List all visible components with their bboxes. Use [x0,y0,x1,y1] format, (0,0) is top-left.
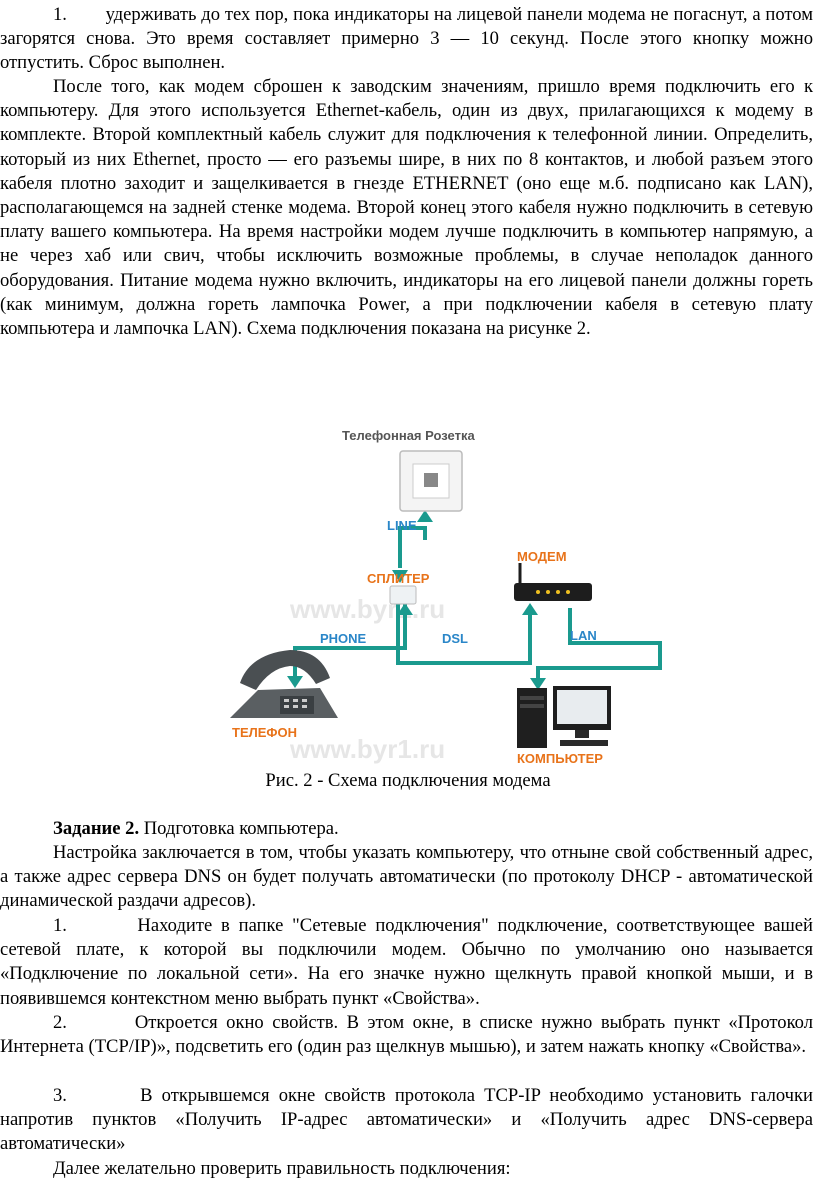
splitter-device [389,585,417,605]
task-title: Подготовка компьютера. [139,818,339,839]
task-number: Задание 2. [53,818,140,839]
paragraph-connect-computer: После того, как модем сброшен к заводски… [0,76,813,340]
paragraph-reset-step: 1. удерживать до тех пор, пока индикатор… [0,4,813,74]
arrow-computer-icon [530,678,546,690]
phone-socket [399,450,463,512]
list-item-3: 3. В открывшемся окне свойств протокола … [0,1085,813,1155]
arrow-line-icon [417,510,433,522]
modem-device [514,563,592,601]
list-item-1: 1. Находите в папке "Сетевые подключения… [0,915,813,1009]
modem-label: МОДЕМ [517,549,567,564]
phone-cable-label: PHONE [320,631,367,646]
paragraph-setup: Настройка заключается в том, чтобы указа… [0,842,813,912]
arrow-splitter-icon [392,570,408,583]
phone-label: ТЕЛЕФОН [232,725,297,740]
paragraph-check: Далее желательно проверить правильность … [53,1158,511,1179]
splitter-label: СПЛИТЕР [367,571,430,586]
telephone-device [230,650,338,718]
cable-arrows [287,510,546,690]
figure-caption: Рис. 2 - Схема подключения модема [265,770,551,791]
computer-device [517,686,611,748]
arrow-modem-icon [522,603,538,615]
task-heading: Задание 2. Подготовка компьютера. [0,817,813,841]
watermark-top: www.byr1.ru [289,594,445,624]
line-label: LINE [387,518,417,533]
watermark-bottom: www.byr1.ru [289,734,445,764]
list-item-2: 2. Откроется окно свойств. В этом окне, … [0,1012,813,1058]
socket-label: Телефонная Розетка [342,428,475,443]
dsl-cable-label: DSL [442,631,468,646]
modem-connection-diagram: www.byr1.ru www.byr1.ru Телефонная Розет… [230,428,662,766]
arrow-phone-icon [287,676,303,688]
lan-cable-label: LAN [570,628,597,643]
computer-label: КОМПЬЮТЕР [517,751,603,766]
